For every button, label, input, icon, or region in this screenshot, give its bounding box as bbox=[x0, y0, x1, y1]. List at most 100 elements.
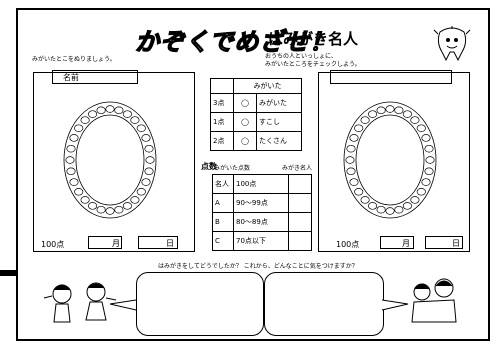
tooth-outline[interactable] bbox=[360, 116, 370, 124]
rating-row: C 70点以下 bbox=[212, 231, 312, 251]
tooth-outline[interactable] bbox=[416, 124, 426, 132]
tooth-outline[interactable] bbox=[96, 205, 106, 214]
tooth-outline[interactable] bbox=[385, 105, 395, 113]
tooth-outline[interactable] bbox=[354, 124, 364, 132]
points-table-header-row: みがいた bbox=[210, 78, 302, 94]
tooth-outline[interactable] bbox=[410, 196, 420, 204]
tooth-outline[interactable] bbox=[65, 156, 75, 164]
tooth-outline[interactable] bbox=[354, 188, 364, 196]
tooth-outline[interactable] bbox=[345, 156, 355, 164]
tooth-outline[interactable] bbox=[368, 202, 378, 210]
tooth-outline[interactable] bbox=[122, 202, 132, 210]
tooth-outline[interactable] bbox=[80, 116, 90, 124]
rating-label: A bbox=[212, 193, 234, 213]
left-name-label: 名前 bbox=[63, 73, 79, 82]
tooth-outline[interactable] bbox=[394, 106, 404, 115]
tooth-outline[interactable] bbox=[105, 105, 115, 113]
tooth-outline[interactable] bbox=[88, 202, 98, 210]
left-day-box[interactable] bbox=[138, 236, 178, 249]
tooth-outline[interactable] bbox=[349, 134, 359, 142]
tooth-outline[interactable] bbox=[130, 196, 140, 204]
tooth-outline[interactable] bbox=[402, 202, 412, 210]
rating-label: B bbox=[212, 212, 234, 232]
tooth-outline[interactable] bbox=[80, 196, 90, 204]
tooth-outline[interactable] bbox=[122, 110, 132, 118]
left-tab-marker bbox=[0, 270, 16, 276]
rating-value: 70点以下 bbox=[233, 231, 289, 251]
comment-bubble-left[interactable] bbox=[136, 272, 264, 336]
tooth-outline[interactable] bbox=[69, 178, 79, 186]
rating-row: B 80〜89点 bbox=[212, 212, 312, 232]
points-table-row: 2点 ◯ たくさん bbox=[210, 131, 302, 151]
rating-check-box[interactable] bbox=[288, 231, 312, 251]
tooth-outline[interactable] bbox=[394, 205, 404, 214]
tooth-outline[interactable] bbox=[144, 167, 154, 176]
tooth-outline[interactable] bbox=[346, 167, 356, 176]
tooth-outline[interactable] bbox=[424, 144, 434, 153]
right-day-box[interactable] bbox=[425, 236, 463, 249]
points-table-header: みがいた bbox=[233, 78, 302, 94]
tooth-outline[interactable] bbox=[74, 124, 84, 132]
tooth-outline[interactable] bbox=[114, 106, 124, 115]
tooth-outline[interactable] bbox=[385, 207, 395, 215]
rating-table: 名人 100点 A 90〜99点 B 80〜89点 C 70点以下 bbox=[212, 174, 312, 251]
tooth-outline[interactable] bbox=[105, 207, 115, 215]
worksheet-border bbox=[16, 8, 490, 341]
tooth-outline[interactable] bbox=[425, 156, 435, 164]
bottom-question: はみがきをしてどうでしたか？ これから、どんなことに気をつけますか？ bbox=[158, 263, 358, 270]
tooth-outline[interactable] bbox=[145, 156, 155, 164]
tooth-outline[interactable] bbox=[114, 205, 124, 214]
tooth-outline[interactable] bbox=[136, 188, 146, 196]
rating-check-box[interactable] bbox=[288, 193, 312, 213]
right-name-box bbox=[330, 70, 452, 84]
rating-value: 90〜99点 bbox=[233, 193, 289, 213]
tooth-outline[interactable] bbox=[69, 134, 79, 142]
tooth-outline[interactable] bbox=[136, 124, 146, 132]
page-title: かぞくでめざせ！ bbox=[134, 27, 335, 56]
tooth-outline[interactable] bbox=[349, 178, 359, 186]
left-name-box: 名前 bbox=[52, 70, 138, 84]
tooth-outline[interactable] bbox=[410, 116, 420, 124]
tooth-outline[interactable] bbox=[96, 106, 106, 115]
comment-bubble-right[interactable] bbox=[264, 272, 384, 336]
tooth-outline[interactable] bbox=[144, 144, 154, 153]
left-month-box[interactable] bbox=[88, 236, 122, 249]
rating-check-box[interactable] bbox=[288, 212, 312, 232]
left-teeth-diagram bbox=[63, 101, 157, 219]
tooth-outline[interactable] bbox=[416, 188, 426, 196]
tooth-outline[interactable] bbox=[402, 110, 412, 118]
points-table-row: 3点 ◯ みがいた bbox=[210, 93, 302, 113]
tooth-outline[interactable] bbox=[88, 110, 98, 118]
rating-check-box[interactable] bbox=[288, 174, 312, 194]
children-brushing-icon bbox=[43, 282, 117, 323]
tooth-outline[interactable] bbox=[130, 116, 140, 124]
right-month-label: 月 bbox=[402, 239, 410, 248]
tooth-outline[interactable] bbox=[66, 144, 76, 153]
tooth-outline[interactable] bbox=[66, 167, 76, 176]
left-score-label: 100点 bbox=[41, 240, 65, 249]
tooth-outline[interactable] bbox=[360, 196, 370, 204]
right-day-label: 日 bbox=[452, 239, 460, 248]
bubble-tails bbox=[109, 299, 409, 311]
tooth-outline[interactable] bbox=[141, 134, 151, 142]
tooth-outline[interactable] bbox=[421, 178, 431, 186]
rating-value: 100点 bbox=[233, 174, 289, 194]
points-table: みがいた 3点 ◯ みがいた 1点 ◯ すこし 2点 ◯ たくさん bbox=[210, 78, 302, 151]
page-subtitle: はみがき名人 bbox=[268, 30, 359, 48]
points-value: 3点 bbox=[210, 93, 234, 113]
tooth-icon: ◯ bbox=[233, 131, 257, 151]
tooth-outline[interactable] bbox=[376, 106, 386, 115]
tooth-outline[interactable] bbox=[346, 144, 356, 153]
rating-row: 名人 100点 bbox=[212, 174, 312, 194]
right-score-label: 100点 bbox=[336, 240, 360, 249]
instruction-left: みがいたとこをぬりましょう。 bbox=[32, 56, 116, 63]
tooth-outline[interactable] bbox=[368, 110, 378, 118]
tooth-outline[interactable] bbox=[376, 205, 386, 214]
right-month-box[interactable] bbox=[380, 236, 414, 249]
tooth-outline[interactable] bbox=[421, 134, 431, 142]
points-table-row: 1点 ◯ すこし bbox=[210, 112, 302, 132]
tooth-outline[interactable] bbox=[424, 167, 434, 176]
rating-row: A 90〜99点 bbox=[212, 193, 312, 213]
tooth-outline[interactable] bbox=[141, 178, 151, 186]
tooth-outline[interactable] bbox=[74, 188, 84, 196]
